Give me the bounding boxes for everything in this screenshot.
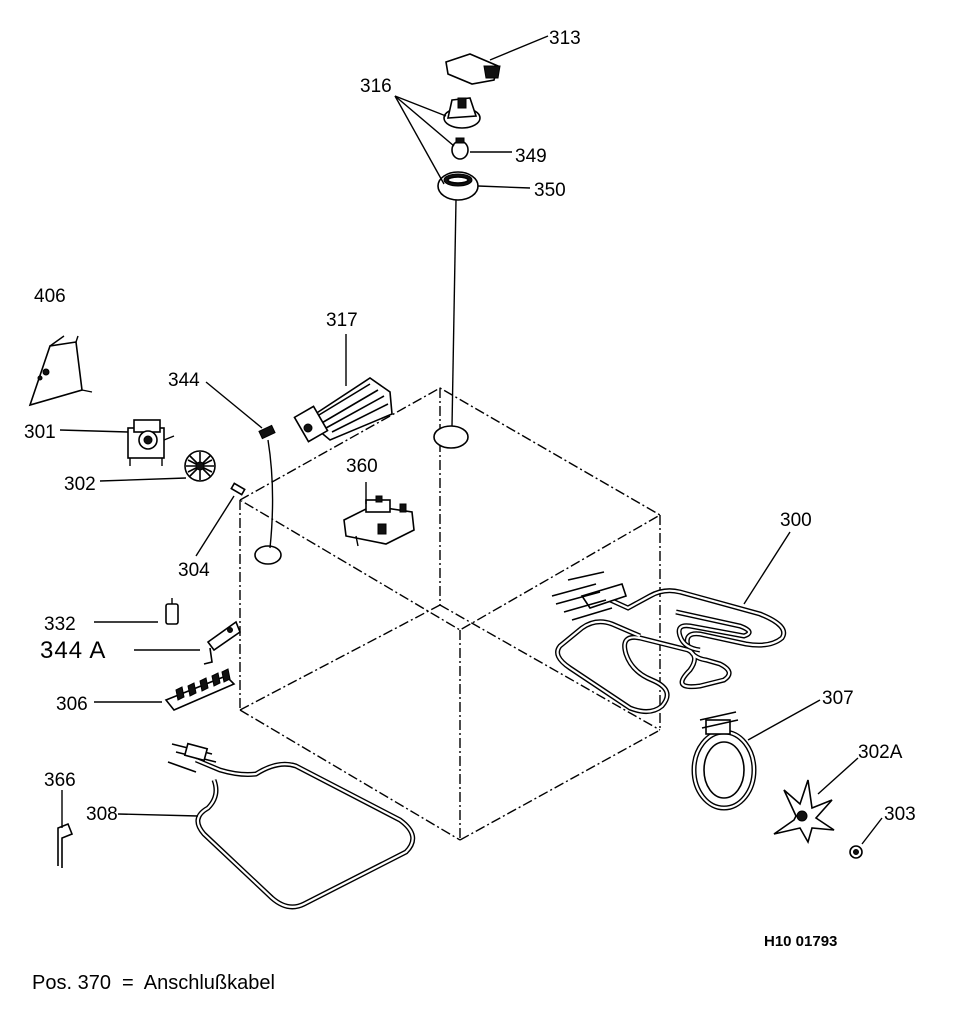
part-307-ring-element [691, 699, 821, 811]
label-304: 304 [178, 560, 210, 581]
part-332-capacitor [94, 598, 179, 625]
part-306-terminal-block [94, 668, 236, 711]
footnote: Pos. 370 = Anschlußkabel [32, 972, 275, 994]
label-307: 307 [822, 688, 854, 709]
label-300: 300 [780, 510, 812, 531]
label-349: 349 [515, 146, 547, 167]
label-344: 344 [168, 370, 200, 391]
label-366: 366 [44, 770, 76, 791]
label-317: 317 [326, 310, 358, 331]
part-302a-fan-impeller [773, 757, 859, 845]
label-332: 332 [44, 614, 76, 635]
label-313: 313 [549, 28, 581, 49]
part-300-grill-element [551, 531, 791, 714]
label-301: 301 [24, 422, 56, 443]
part-302-fan-wheel [99, 450, 216, 482]
label-344a: 344 A [40, 637, 106, 664]
label-406: 406 [34, 286, 66, 307]
part-360-switch [343, 482, 415, 547]
part-308-bottom-element [117, 742, 416, 910]
part-366-bracket [57, 790, 74, 868]
label-316: 316 [360, 76, 392, 97]
part-344a-bracket [134, 620, 241, 665]
drawing-number: H10 01793 [764, 933, 837, 950]
part-344-clip [205, 381, 276, 549]
part-316-lamp-holder [394, 95, 531, 427]
label-350: 350 [534, 180, 566, 201]
label-306: 306 [56, 694, 88, 715]
label-360: 360 [346, 456, 378, 477]
part-301-motor [59, 419, 175, 466]
part-406-bracket [28, 335, 93, 407]
part-304-connector [195, 482, 246, 557]
part-317-tangential-fan [293, 334, 393, 443]
part-313-lamp-cover [445, 35, 549, 85]
label-303: 303 [884, 804, 916, 825]
label-302a: 302A [858, 742, 903, 763]
part-303-nut [849, 817, 883, 859]
oven-cavity-box [238, 387, 662, 841]
label-308: 308 [86, 804, 118, 825]
label-302: 302 [64, 474, 96, 495]
